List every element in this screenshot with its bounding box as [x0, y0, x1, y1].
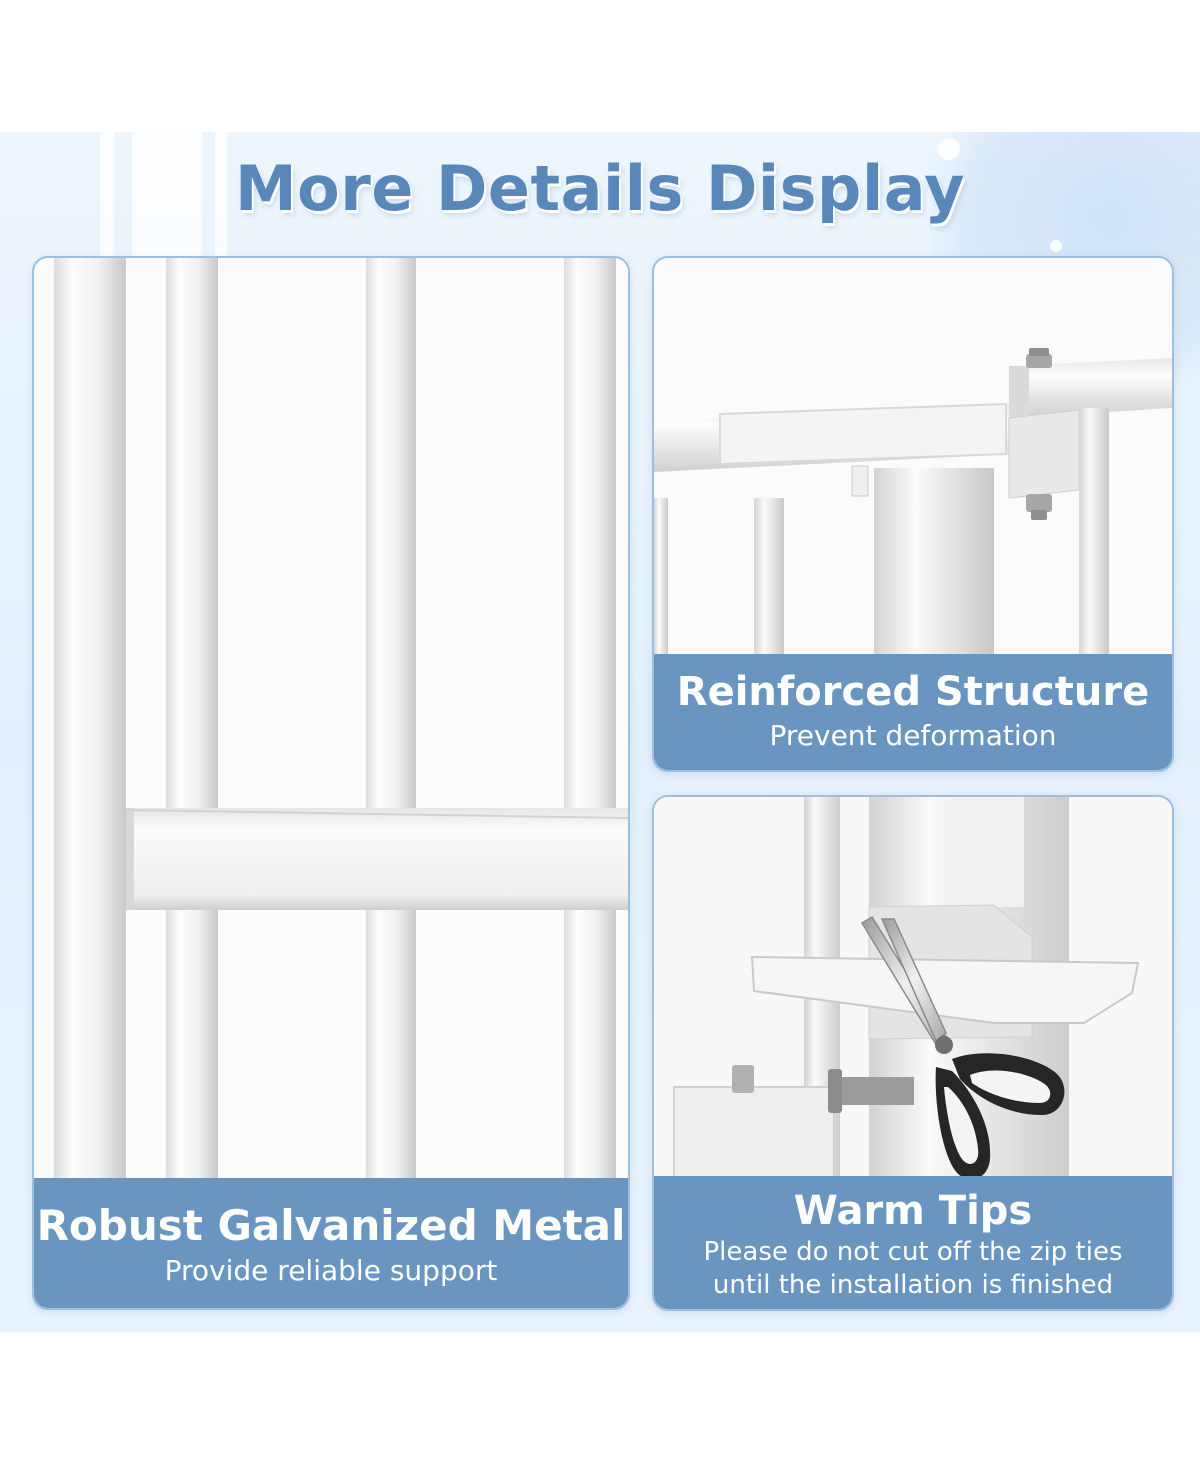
gate-bars-image [34, 258, 628, 1308]
caption-band: Reinforced Structure Prevent deformation [654, 654, 1172, 770]
caption-band: Robust Galvanized Metal Provide reliable… [34, 1178, 628, 1308]
caption-subtitle: Provide reliable support [164, 1254, 498, 1287]
caption-subtitle-line-2: until the installation is finished [712, 1270, 1114, 1300]
caption-subtitle: Prevent deformation [769, 719, 1057, 752]
caption-band: Warm Tips Please do not cut off the zip … [654, 1176, 1172, 1309]
scissors-icon [860, 915, 1065, 1180]
caption-title: Reinforced Structure [676, 669, 1150, 715]
bg-dot [1050, 240, 1062, 252]
caption-title: Robust Galvanized Metal [36, 1201, 626, 1250]
caption-subtitle-line-1: Please do not cut off the zip ties [703, 1237, 1123, 1267]
bg-dot [938, 138, 960, 160]
detail-panel-warm-tips: Warm Tips Please do not cut off the zip … [652, 795, 1174, 1311]
page-title: More Details Display [234, 152, 966, 225]
detail-panel-reinforced-structure: Reinforced Structure Prevent deformation [652, 256, 1174, 772]
caption-title: Warm Tips [793, 1188, 1033, 1234]
detail-panel-galvanized-metal: Robust Galvanized Metal Provide reliable… [32, 256, 630, 1310]
